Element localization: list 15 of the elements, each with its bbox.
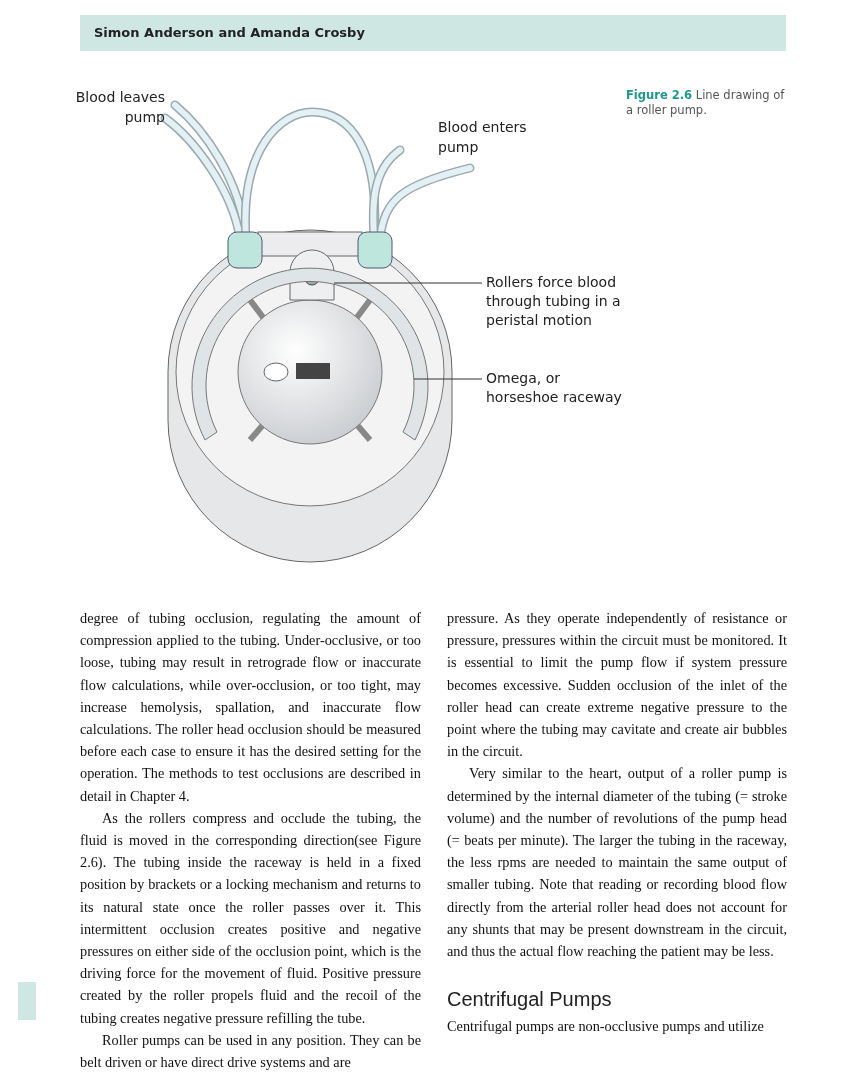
- horseshoe-raceway: [191, 267, 429, 441]
- body-paragraph: degree of tubing occlusion, regulating the amount of compression applied to the tubing. Under-occlusive, or too loose, tubing may result in retrograde flow or inaccurate flow calculations, while over-occlusion, or too tight, may increase hemolysis, spallation, and inaccurate flow calculations. The roller head occlusion should be measured before each case to ensure it has the desired setting for the operation. The methods to test occlusions are described in detail in Chapter 4.: [80, 609, 421, 806]
- body-paragraph: pressure. As they operate independently of resistance or pressure, pressures within the circuit must be monitored. It is essential to limit the pump flow if system pressure becomes excessive. Sudden occlusion of the inlet of the roller head can create extreme negative pressure to the point where the tubing may cavitate and create air bubbles in the circuit.: [447, 609, 787, 762]
- figure-caption: Figure 2.6 Line drawing of a roller pump.: [626, 88, 786, 118]
- running-header: Simon Anderson and Amanda Crosby: [94, 25, 365, 40]
- body-paragraph: Roller pumps can be used in any position. They can be belt driven or have direct drive systems and are: [80, 1030, 421, 1073]
- flow-label: Blood leaves pump: [74, 88, 165, 127]
- leader-line: [413, 378, 483, 380]
- body-paragraph: As the rollers compress and occlude the tubing, the fluid is moved in the corresponding direction(see Figure 2.6). The tubing inside the raceway is held in a fixed position by brackets or a locking mechanism and returns to its natural state once the roller passes over it. This intermittent occlusion creates positive and negative pressures on either side of the occlusion point, which is the driving force for the movement of fluid. Positive pressure created by the roller propels fluid and the recoil of the tubing creates negative pressure refilling the tube.: [80, 808, 421, 1028]
- body-paragraph: Centrifugal pumps are non-occlusive pumps and utilize: [447, 1017, 765, 1037]
- flow-label: Blood enters pump: [438, 118, 528, 157]
- callout-text: Rollers force blood through tubing in a peristal motion: [486, 273, 636, 330]
- body-paragraph: Very similar to the heart, output of a roller pump is determined by the internal diameter of the tubing (= stroke volume) and the number of revolutions of the pump head (= beats per minute). The larger the tubing in the raceway, the less rpms are needed to maintain the same output of smaller tubing. Note that reading or recording blood flow directly from the arterial roller head does not account for any shunts that may be present downstream in the circuit, and thus the actual flow reaching the patient may be less.: [447, 764, 787, 962]
- callout-text: Omega, or horseshoe raceway: [486, 369, 636, 407]
- section-heading: Centrifugal Pumps: [447, 988, 613, 1012]
